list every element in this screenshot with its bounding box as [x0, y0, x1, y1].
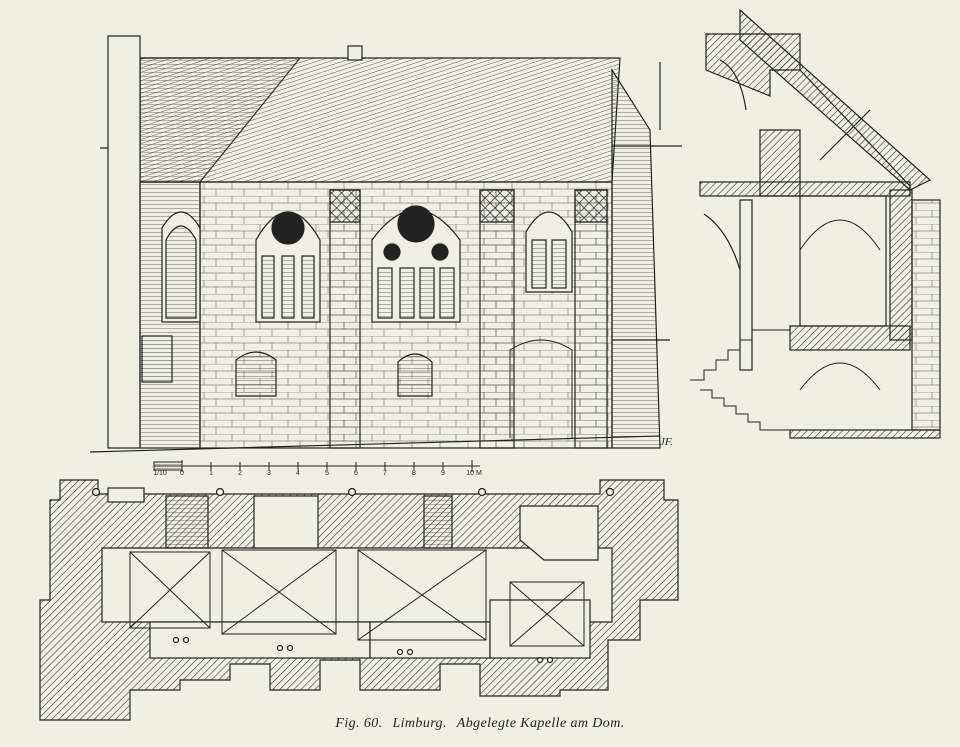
section-view	[659, 8, 941, 439]
caption-place: Limburg.	[392, 716, 447, 731]
scale-label-6: 6	[354, 470, 358, 477]
scale-label-4: 4	[296, 470, 300, 477]
caption-fig-number: Fig. 60.	[335, 716, 383, 731]
scale-label-9: 9	[441, 470, 445, 477]
scale-label-3: 3	[267, 470, 271, 477]
scale-label-8: 8	[412, 470, 416, 477]
scale-label-5: 5	[325, 470, 329, 477]
scale-label-1: 1	[209, 470, 213, 477]
scale-label-10m: 10 M	[466, 470, 482, 477]
scale-label-2: 2	[238, 470, 242, 477]
caption-title: Abgelegte Kapelle am Dom.	[456, 716, 625, 731]
scale-label-0: 0	[180, 470, 184, 477]
elevation-view	[89, 35, 682, 453]
artist-signature: JF.	[660, 436, 673, 448]
figure-caption: Fig. 60. Limburg. Abgelegte Kapelle am D…	[0, 716, 960, 732]
scale-label-tenth: 1/10	[153, 470, 167, 477]
floor-plan	[39, 479, 679, 721]
scale-bar	[153, 460, 480, 472]
scale-label-7: 7	[383, 470, 387, 477]
